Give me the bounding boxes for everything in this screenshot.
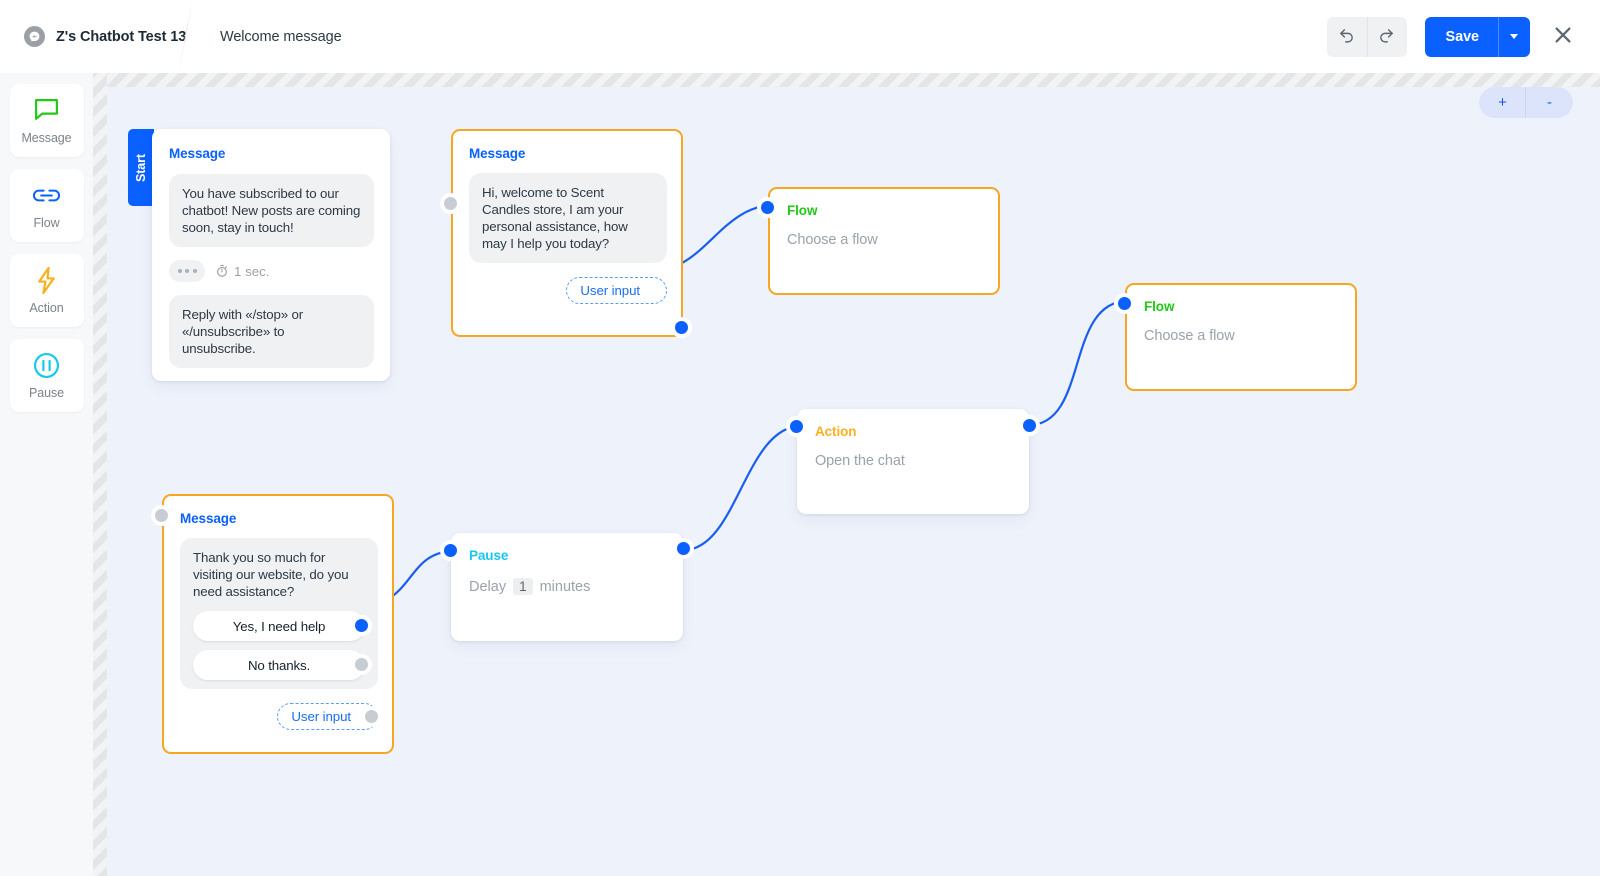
message-bubble[interactable]: Hi, welcome to Scent Candles store, I am… — [469, 173, 667, 264]
node-title: Message — [169, 146, 226, 161]
message-bubble[interactable]: Reply with «/stop» or «/unsubscribe» to … — [169, 295, 374, 369]
typing-delay-row: 1 sec. — [169, 260, 374, 283]
node-input-port[interactable] — [444, 197, 457, 210]
app-header: Z's Chatbot Test 13 Welcome message — [0, 0, 1600, 73]
node-input-port[interactable] — [155, 509, 168, 522]
message-text: Thank you so much for visiting our websi… — [193, 550, 349, 600]
pause-circle-icon — [33, 352, 60, 379]
quick-reply-yes[interactable]: Yes, I need help — [193, 611, 368, 642]
delay-prefix-label: Delay — [469, 578, 507, 595]
redo-arrow-icon — [1378, 27, 1395, 47]
sidebar-item-action[interactable]: Action — [9, 254, 84, 327]
zoom-in-button[interactable]: + — [1479, 87, 1526, 118]
close-button[interactable] — [1548, 22, 1578, 52]
save-dropdown-button[interactable] — [1498, 16, 1530, 57]
user-input-output-port[interactable] — [675, 321, 688, 334]
node-welcome-message[interactable]: Message Hi, welcome to Scent Candles sto… — [444, 129, 688, 337]
action-placeholder[interactable]: Open the chat — [815, 453, 905, 469]
quick-reply-output-port[interactable] — [355, 619, 368, 633]
message-bubble[interactable]: You have subscribed to our chatbot! New … — [169, 174, 374, 248]
delay-timer-label: 1 sec. — [234, 263, 270, 279]
node-title: Flow — [787, 203, 818, 218]
node-pause[interactable]: Pause Delay 1 minutes — [444, 533, 690, 641]
node-flow-2[interactable]: Flow Choose a flow — [1118, 283, 1357, 391]
node-input-port[interactable] — [444, 544, 457, 557]
quick-reply-output-port[interactable] — [355, 658, 368, 672]
node-input-port[interactable] — [761, 201, 774, 214]
start-tab: Start — [128, 129, 154, 206]
delay-row: Delay 1 minutes — [469, 578, 667, 595]
delay-value-input[interactable]: 1 — [513, 578, 533, 595]
speech-bubble-icon — [33, 97, 60, 124]
node-input-port[interactable] — [1118, 297, 1131, 310]
sidebar-item-flow[interactable]: Flow — [9, 169, 84, 242]
message-bubble-with-replies[interactable]: Thank you so much for visiting our websi… — [180, 538, 378, 690]
node-title: Flow — [1144, 299, 1175, 314]
quick-reply-label: No thanks. — [247, 657, 311, 673]
node-output-port[interactable] — [677, 542, 690, 555]
node-title: Message — [469, 146, 526, 161]
flow-select-placeholder[interactable]: Choose a flow — [787, 232, 878, 248]
brand-title: Z's Chatbot Test 13 — [56, 28, 187, 45]
sidebar-item-label: Message — [21, 130, 72, 145]
chevron-down-icon — [1510, 34, 1518, 39]
user-input-label: User input — [291, 709, 351, 725]
undo-arrow-icon — [1338, 27, 1355, 47]
node-action[interactable]: Action Open the chat — [790, 409, 1036, 514]
messenger-icon — [24, 26, 45, 47]
node-output-port[interactable] — [1023, 419, 1036, 432]
redo-button[interactable] — [1366, 16, 1407, 57]
sidebar-item-label: Flow — [33, 215, 60, 230]
flow-canvas[interactable]: + - Start Message You have subscribed to… — [93, 73, 1600, 876]
sidebar-item-label: Action — [29, 300, 64, 315]
user-input-pill[interactable]: User input — [566, 277, 667, 305]
node-title: Message — [180, 511, 237, 526]
breadcrumb: Welcome message — [220, 28, 342, 45]
user-input-output-port[interactable] — [365, 710, 378, 724]
typing-indicator-icon — [169, 260, 205, 283]
tool-sidebar: Message Flow Action — [0, 73, 93, 876]
node-flow-1[interactable]: Flow Choose a flow — [761, 187, 1000, 295]
quick-reply-no[interactable]: No thanks. — [193, 650, 368, 681]
save-button[interactable]: Save — [1424, 16, 1498, 57]
canvas-top-stripe — [93, 73, 1600, 87]
quick-reply-label: Yes, I need help — [232, 618, 326, 634]
undo-button[interactable] — [1326, 16, 1367, 57]
node-start-message[interactable]: Message You have subscribed to our chatb… — [152, 129, 390, 381]
history-button-group — [1326, 16, 1407, 57]
close-x-icon — [1552, 24, 1574, 49]
zoom-out-button[interactable]: - — [1526, 87, 1573, 118]
delay-timer: 1 sec. — [215, 264, 269, 279]
canvas-left-stripe — [93, 73, 107, 876]
user-input-label: User input — [580, 283, 640, 299]
flow-select-placeholder[interactable]: Choose a flow — [1144, 328, 1235, 344]
brand-block[interactable]: Z's Chatbot Test 13 — [0, 0, 187, 73]
node-title: Action — [815, 424, 857, 439]
sidebar-item-label: Pause — [29, 385, 64, 400]
header-actions: Save — [1326, 16, 1600, 57]
stopwatch-icon — [215, 264, 229, 278]
user-input-pill[interactable]: User input — [277, 703, 378, 731]
delay-suffix-label: minutes — [539, 578, 591, 595]
node-assistance-message[interactable]: Message Thank you so much for visiting o… — [155, 494, 394, 754]
node-input-port[interactable] — [790, 420, 803, 433]
sidebar-item-message[interactable]: Message — [9, 84, 84, 157]
save-button-group: Save — [1424, 16, 1530, 57]
sidebar-item-pause[interactable]: Pause — [9, 339, 84, 412]
chain-link-icon — [32, 182, 61, 209]
lightning-bolt-icon — [36, 266, 57, 294]
node-title: Pause — [469, 548, 509, 563]
zoom-controls: + - — [1479, 87, 1573, 118]
